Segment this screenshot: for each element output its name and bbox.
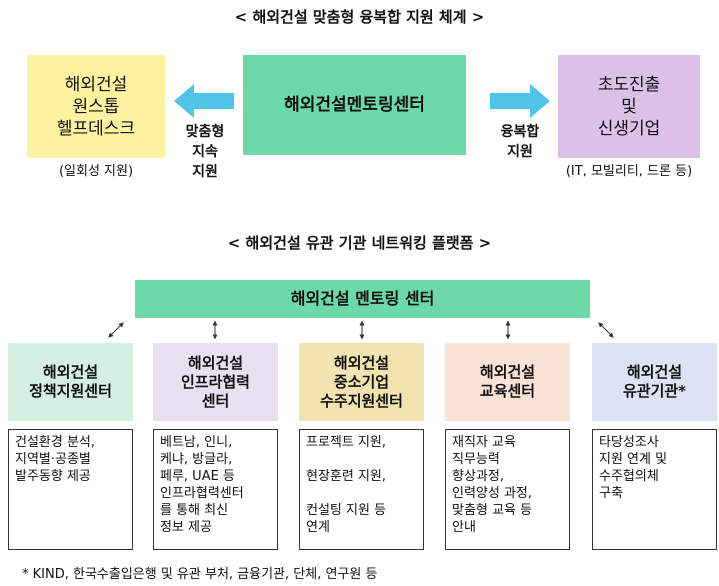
- right-arrow-icon: [490, 84, 550, 118]
- network-node-3: 해외건설 중소기업 수주지원센터: [299, 343, 424, 421]
- network-node-5: 해외건설 유관기관*: [592, 343, 717, 421]
- network-center-box: 해외건설 멘토링 센터: [135, 280, 590, 318]
- left-caption: (일회성 지원): [58, 164, 134, 179]
- network-node-desc-1: 건설환경 분석, 지역별·공종별 발주동향 제공: [8, 429, 133, 550]
- connector-arrows: [108, 320, 614, 340]
- left-arrow-label: 맞춤형 지속 지원: [185, 124, 225, 180]
- mentoring-center-box: 해외건설멘토링센터: [243, 55, 466, 155]
- footnote: * KIND, 한국수출입은행 및 유관 부처, 금융기관, 단체, 연구원 등: [22, 567, 378, 582]
- network-node-2: 해외건설 인프라협력 센터: [153, 343, 278, 421]
- left-arrow-icon: [174, 84, 234, 118]
- network-node-desc-5: 타당성조사 지원 연계 및 수주협의체 구축: [592, 429, 717, 550]
- network-node-1: 해외건설 정책지원센터: [8, 343, 133, 421]
- right-caption: (IT, 모빌리티, 드론 등): [565, 164, 693, 179]
- network-node-4: 해외건설 교육센터: [445, 343, 570, 421]
- title-network-platform: < 해외건설 유관 기관 네트워킹 플랫폼 >: [227, 234, 492, 252]
- network-node-desc-2: 베트남, 인니, 케냐, 방글라, 페루, UAE 등 인프라협력센터 를 통해…: [153, 429, 278, 550]
- startup-box: 초도진출 및 신생기업: [558, 55, 700, 158]
- network-node-desc-4: 재직자 교육 직무능력 향상과정, 인력양성 과정, 맞춤형 교육 등 안내: [445, 429, 570, 550]
- right-arrow-label: 융복합 지원: [500, 124, 540, 160]
- title-support-system: < 해외건설 맞춤형 융복합 지원 체계 >: [234, 8, 485, 26]
- onestop-helpdesk-box: 해외건설 원스톱 헬프데스크: [27, 55, 165, 158]
- network-node-desc-3: 프로젝트 지원, 현장훈련 지원, 컨설팅 지원 등 연계: [299, 429, 424, 550]
